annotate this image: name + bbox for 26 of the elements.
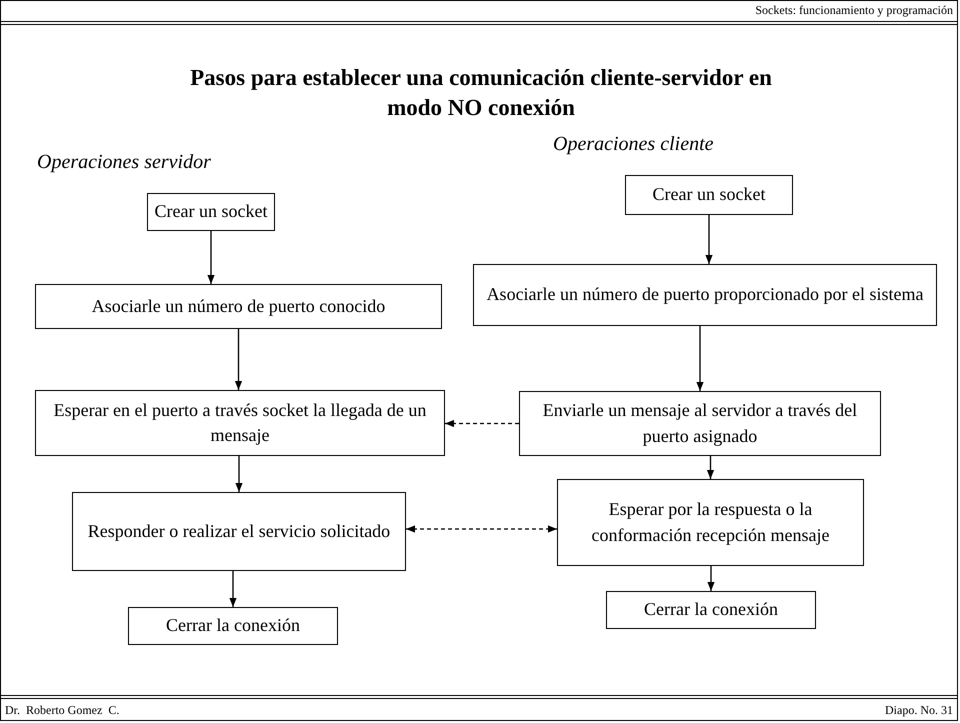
arrow [707,566,715,591]
arrow [207,231,215,284]
arrow [234,329,242,390]
footer-text: Diapo. No. 31 [885,703,953,718]
arrow [229,571,237,607]
process-box: Asociarle un número de puerto conocido [35,284,442,329]
arrow [705,215,713,264]
process-box: Crear un socket [147,193,275,231]
process-box: Crear un socket [625,175,793,215]
arrow [235,456,243,492]
dashed-arrow [445,420,519,428]
footer-text: Dr. Roberto Gomez C. [5,703,120,718]
arrow [696,326,704,391]
process-box: Asociarle un número de puerto proporcionado por el sistema [473,264,937,326]
dashed-arrow [406,525,557,533]
column-heading: Operaciones servidor [37,151,211,174]
process-box: Responder o realizar el servicio solicitado [72,492,406,571]
process-box: Enviarle un mensaje al servidor a través del puerto asignado [519,391,881,456]
process-box: Cerrar la conexión [128,607,338,645]
arrow [706,456,714,479]
title: Pasos para establecer una comunicación cliente-servidor en modo NO conexión [189,64,773,122]
process-box: Esperar en el puerto a través socket la llegada de un mensaje [35,390,445,456]
process-box: Esperar por la respuesta o la conformación recepción mensaje [557,479,864,566]
column-heading: Operaciones cliente [553,133,714,156]
process-box: Cerrar la conexión [606,591,816,629]
header-text: Sockets: funcionamiento y programación [755,3,953,18]
